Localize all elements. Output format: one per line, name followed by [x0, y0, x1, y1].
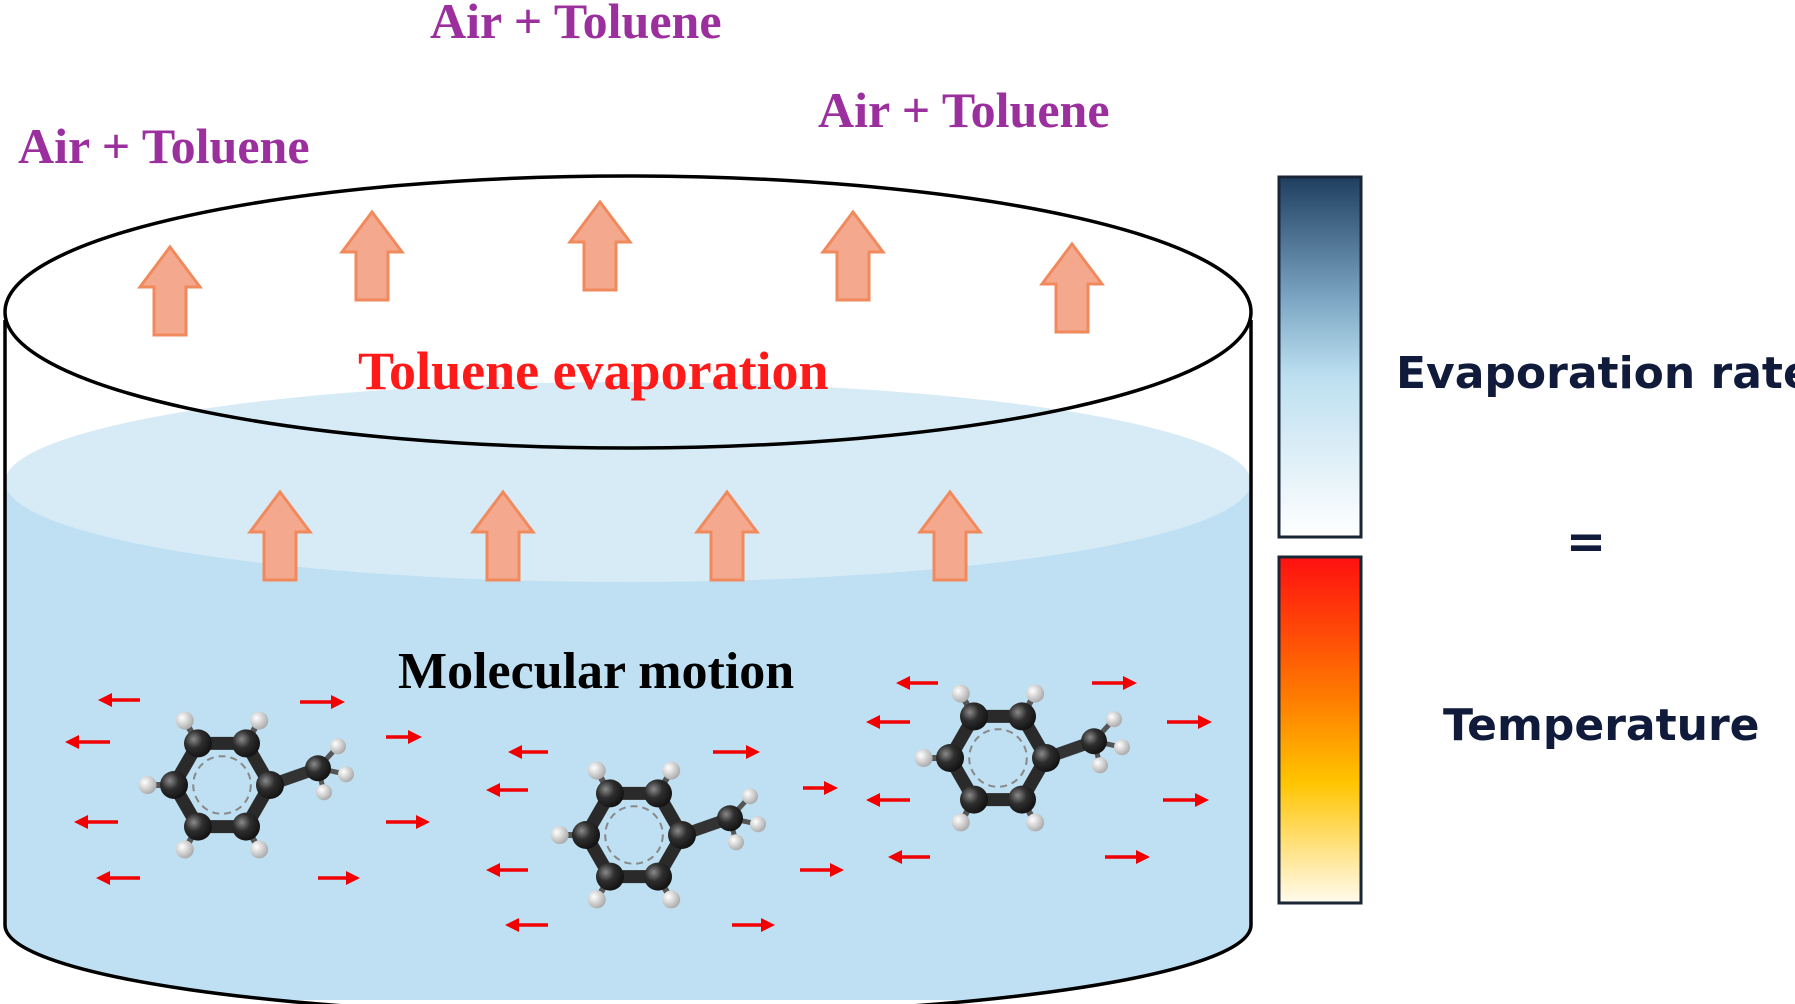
motion-arrow-icon — [318, 871, 360, 885]
air-toluene-label-left: Air + Toluene — [18, 118, 310, 174]
evaporation-rate-colorbar — [1277, 175, 1363, 539]
motion-arrow-icon — [74, 815, 118, 829]
toluene-molecule-icon — [914, 684, 1130, 832]
equals-sign: = — [1566, 514, 1606, 570]
evaporation-rate-label: Evaporation rate — [1396, 348, 1795, 399]
air-toluene-label-right: Air + Toluene — [818, 82, 1110, 138]
legend: Evaporation rate = Temperature — [1277, 175, 1795, 905]
motion-arrow-icon — [732, 918, 775, 932]
motion-arrow-icon — [1092, 676, 1137, 690]
up-arrow-icon — [247, 489, 313, 582]
motion-arrow-icon — [505, 918, 548, 932]
motion-arrow-icon — [1163, 793, 1209, 807]
motion-arrow-icon — [803, 781, 838, 795]
up-arrow-icon — [694, 489, 760, 582]
motion-arrow-icon — [1167, 715, 1212, 729]
up-arrow-icon — [1039, 241, 1105, 334]
up-arrow-icon — [470, 489, 536, 582]
up-arrow-icon — [339, 209, 405, 302]
molecular-motion-label: Molecular motion — [398, 643, 794, 700]
motion-arrow-icon — [486, 863, 528, 877]
molecules — [138, 684, 1130, 909]
evaporation-arrows — [137, 199, 1105, 582]
toluene-molecule-icon — [138, 711, 354, 859]
air-toluene-label-top: Air + Toluene — [430, 0, 722, 49]
motion-arrow-icon — [896, 676, 938, 690]
evaporation-label: Toluene evaporation — [358, 341, 829, 401]
motion-arrow-icon — [486, 783, 528, 797]
up-arrow-icon — [137, 244, 203, 337]
up-arrow-icon — [917, 489, 983, 582]
motion-arrow-icon — [800, 863, 844, 877]
motion-arrow-icon — [96, 871, 140, 885]
motion-arrow-icon — [386, 730, 422, 744]
motion-arrow-icon — [888, 850, 930, 864]
temperature-colorbar — [1277, 555, 1363, 905]
temperature-label: Temperature — [1443, 700, 1760, 751]
motion-arrow-icon — [1105, 850, 1150, 864]
motion-arrow-icon — [713, 745, 760, 759]
dish — [3, 174, 1253, 1004]
up-arrow-icon — [567, 199, 633, 292]
motion-arrow-icon — [508, 745, 548, 759]
motion-arrows — [65, 676, 1212, 932]
motion-arrow-icon — [386, 815, 430, 829]
motion-arrow-icon — [98, 693, 140, 707]
motion-arrow-icon — [866, 793, 910, 807]
motion-arrow-icon — [866, 715, 910, 729]
up-arrow-icon — [820, 209, 886, 302]
toluene-molecule-icon — [550, 761, 766, 909]
motion-arrow-icon — [65, 735, 110, 749]
motion-arrow-icon — [300, 695, 345, 709]
